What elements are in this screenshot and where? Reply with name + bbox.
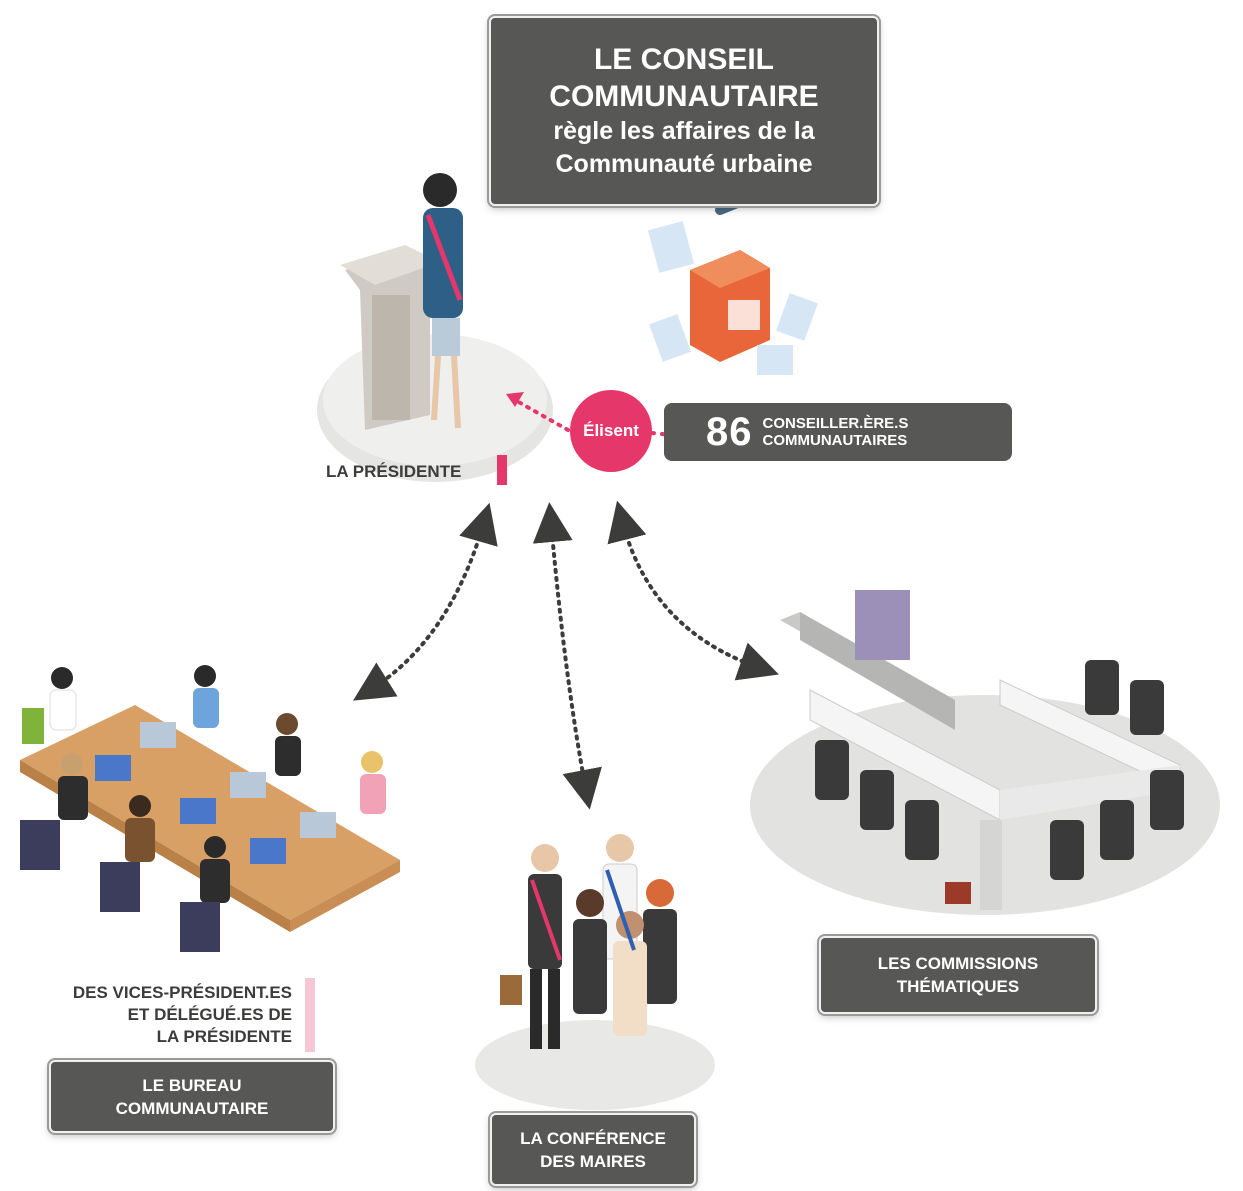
- commissions-line-1: LES COMMISSIONS: [877, 954, 1039, 973]
- mayors-line-2: DES MAIRES: [540, 1151, 646, 1171]
- commissions-line-2: THÉMATIQUES: [896, 977, 1020, 996]
- mayors-illustration: [475, 834, 715, 1110]
- vices-label: DES VICES-PRÉSIDENT.ES ET DÉLÉGUÉ.ES DE …: [30, 982, 292, 1048]
- bureau-box: LE BUREAU COMMUNAUTAIRE: [49, 1060, 335, 1133]
- vices-label-line-2: ET DÉLÉGUÉ.ES DE: [127, 1005, 292, 1024]
- title-line-3: règle les affaires de la: [553, 117, 815, 145]
- bureau-line-2: COMMUNAUTAIRE: [115, 1098, 269, 1118]
- councillors-label-line-2: COMMUNAUTAIRES: [762, 432, 908, 449]
- councillors-label-line-1: CONSEILLER.ÈRE.S: [762, 415, 909, 432]
- vices-label-accent: [305, 978, 315, 1052]
- ballot-box-illustration: [647, 185, 818, 375]
- vices-label-line-1: DES VICES-PRÉSIDENT.ES: [72, 983, 292, 1002]
- councillors-count: 86: [706, 409, 753, 454]
- councillors-count-pill: 86 CONSEILLER.ÈRE.S COMMUNAUTAIRES: [664, 403, 1012, 461]
- bureau-line-1: LE BUREAU: [142, 1075, 242, 1095]
- commissions-illustration: [750, 590, 1220, 915]
- commissions-box: LES COMMISSIONS THÉMATIQUES: [819, 936, 1097, 1014]
- bureau-illustration: [20, 665, 400, 952]
- mayors-conference-box: LA CONFÉRENCE DES MAIRES: [490, 1113, 696, 1186]
- title-line-2: COMMUNAUTAIRE: [549, 80, 819, 113]
- president-label-accent: [497, 455, 507, 485]
- title-line-1: LE CONSEIL: [593, 43, 774, 76]
- elect-verb-circle: Élisent: [570, 390, 652, 472]
- mayors-line-1: LA CONFÉRENCE: [520, 1128, 666, 1148]
- council-title-box: LE CONSEIL COMMUNAUTAIRE règle les affai…: [489, 16, 879, 206]
- councillors-label: CONSEILLER.ÈRE.S COMMUNAUTAIRES: [763, 415, 909, 449]
- president-illustration: [317, 173, 553, 482]
- title-line-4: Communauté urbaine: [555, 150, 813, 178]
- president-label: LA PRÉSIDENTE: [326, 462, 462, 481]
- vices-label-line-3: LA PRÉSIDENTE: [156, 1027, 292, 1046]
